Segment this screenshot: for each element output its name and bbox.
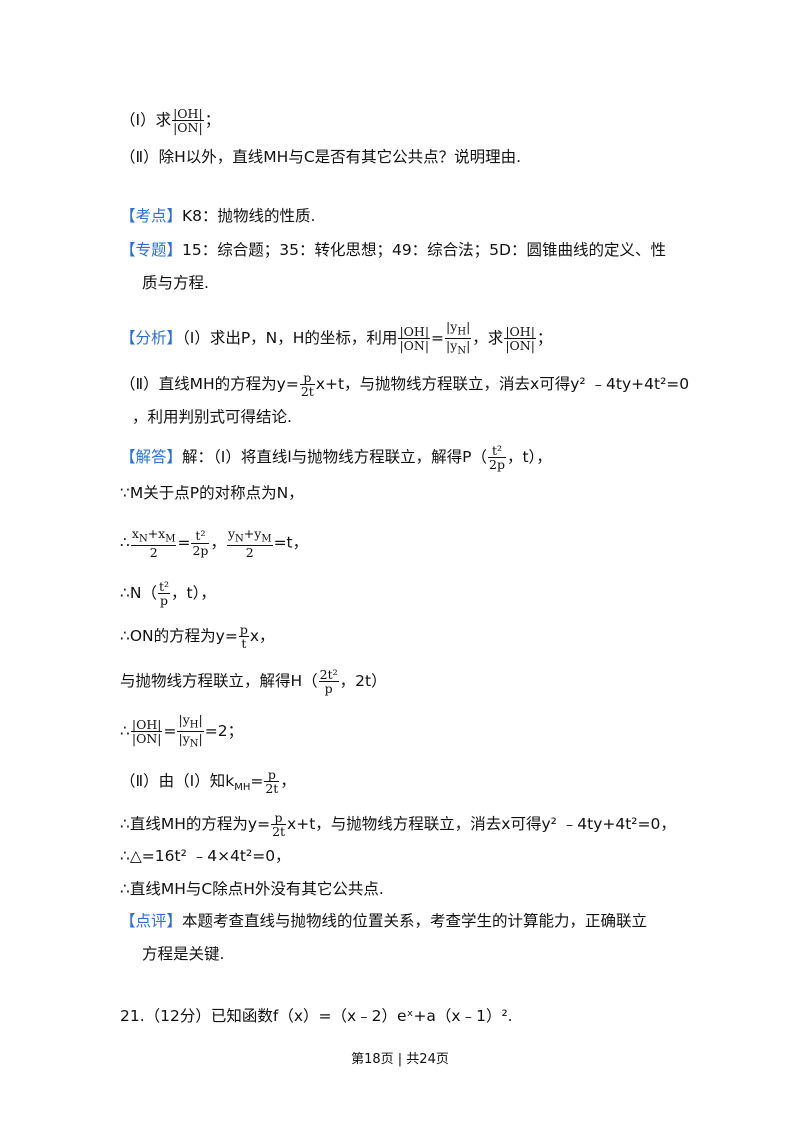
- fraction-yh-yn: |yH||yN|: [177, 712, 204, 750]
- dianping-line-2: 方程是关键.: [142, 945, 225, 963]
- fraction-oh-on: |OH||ON|: [172, 106, 204, 136]
- question-21: 21.（12分）已知函数f（x）=（x﹣2）eˣ+a（x﹣1）².: [120, 1007, 513, 1025]
- fenxi-line-3: ，利用判别式可得结论.: [132, 408, 292, 426]
- line-part1-question: （Ⅰ）求|OH||ON|；: [120, 106, 221, 136]
- jieda-tag: 【解答】: [120, 448, 183, 467]
- fenxi-line: 【分析】（Ⅰ）求出P，N，H的坐标，利用|OH||ON|=|yH||yN|，求|…: [120, 319, 553, 357]
- line-part2-question: （Ⅱ）除H以外，直线MH与C是否有其它公共点？说明理由.: [120, 148, 522, 166]
- zhuanti-line: 【专题】15：综合题；35：转化思想；49：综合法；5D：圆锥曲线的定义、性: [120, 241, 666, 259]
- fraction-oh-on: |OH||ON|: [130, 716, 163, 746]
- fraction-oh-on: |OH||ON|: [398, 323, 431, 353]
- page-footer: 第18页 | 共24页: [351, 1052, 449, 1067]
- jieda-line-11: ∴直线MH与C除点H外没有其它公共点.: [120, 880, 384, 898]
- dianping-tag: 【点评】: [120, 912, 183, 930]
- fraction-oh-on: |OH||ON|: [504, 323, 536, 353]
- zhuanti-tag: 【专题】: [120, 241, 183, 259]
- kaodian-tag: 【考点】: [120, 207, 183, 225]
- kaodian-line: 【考点】K8：抛物线的性质.: [120, 207, 316, 225]
- jieda-line-10: ∴△=16t² ﹣4×4t²=0，: [120, 847, 291, 865]
- dianping-line: 【点评】本题考查直线与抛物线的位置关系，考查学生的计算能力，正确联立: [120, 912, 648, 930]
- zhuanti-line-2: 质与方程.: [142, 274, 209, 292]
- fenxi-tag: 【分析】: [120, 329, 183, 347]
- fraction-yh-yn: |yH||yN|: [445, 319, 472, 357]
- jieda-line-2: ∵M关于点P的对称点为N，: [120, 484, 304, 502]
- jieda-line-7: ∴|OH||ON|=|yH||yN|=2；: [120, 712, 244, 750]
